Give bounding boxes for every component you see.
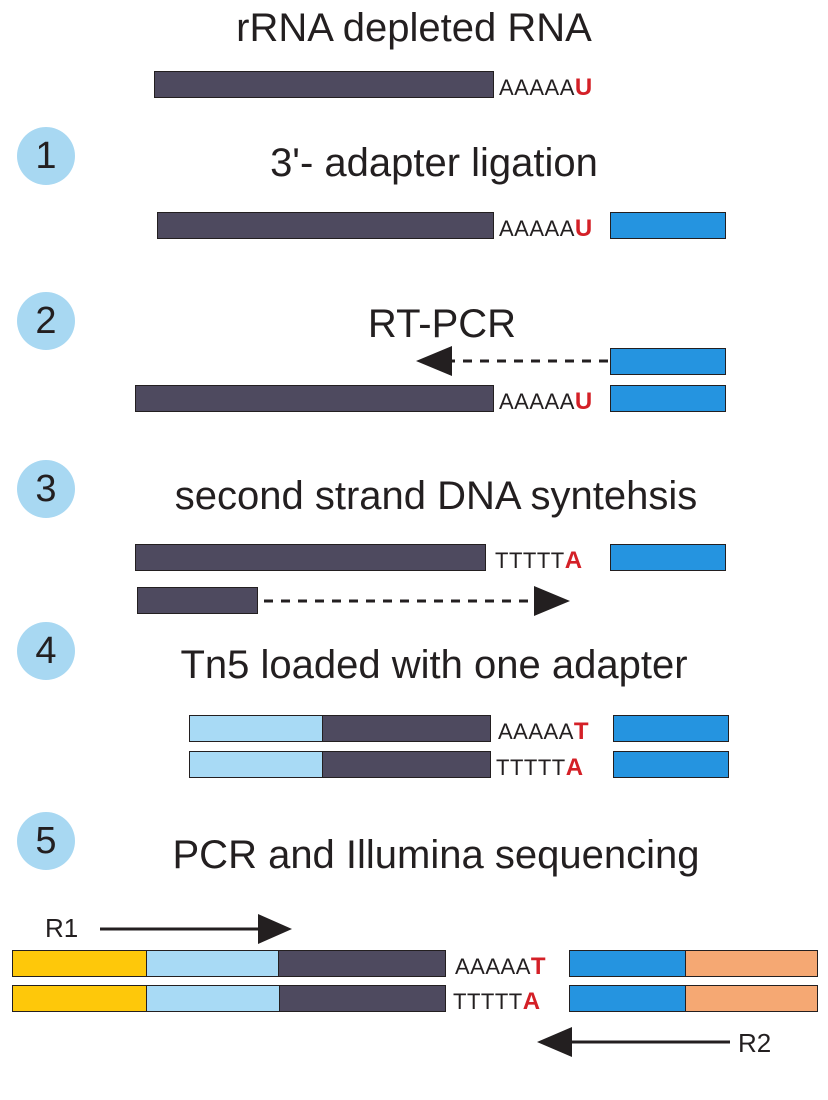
- a-end: A: [565, 754, 584, 781]
- r1-label: R1: [45, 913, 79, 943]
- tn5-adapter: [189, 715, 323, 742]
- poly-a-text: AAAAA: [455, 954, 531, 979]
- u-end: U: [574, 215, 593, 242]
- poly-a-tail: AAAAAU: [499, 217, 593, 241]
- three-prime-adapter: [610, 212, 726, 239]
- second-strand-arrow: [264, 586, 570, 616]
- u-end: U: [574, 74, 593, 101]
- r2-label: R2: [738, 1028, 772, 1058]
- three-prime-adapter: [610, 544, 726, 571]
- step-2-badge: 2: [17, 292, 75, 350]
- rt-primer: [610, 348, 726, 375]
- p5-adapter: [12, 985, 147, 1012]
- t-end: T: [573, 718, 590, 745]
- r2-arrow: [537, 1027, 730, 1057]
- title-rt-pcr: RT-PCR: [367, 302, 517, 346]
- t-end: T: [530, 953, 547, 980]
- second-strand-primer: [137, 587, 258, 614]
- step-1-badge: 1: [17, 127, 75, 185]
- poly-t-tail: TTTTTA: [495, 549, 583, 573]
- step-4-badge: 4: [17, 622, 75, 680]
- poly-t-tail: TTTTTA: [453, 990, 541, 1014]
- title-second-strand: second strand DNA syntehsis: [174, 474, 698, 518]
- title-tn5: Tn5 loaded with one adapter: [180, 643, 688, 687]
- poly-a-text: AAAAA: [498, 719, 574, 744]
- poly-a-text: AAAAA: [499, 389, 575, 414]
- insert: [279, 985, 446, 1012]
- three-prime-adapter: [613, 715, 729, 742]
- insert: [278, 950, 446, 977]
- poly-a-tail: AAAAAT: [498, 720, 589, 744]
- poly-a-tail: AAAAAU: [499, 390, 593, 414]
- p5-adapter: [12, 950, 147, 977]
- r1-arrow: [100, 914, 292, 944]
- rna-strand: [135, 385, 494, 412]
- poly-t-text: TTTTT: [496, 755, 566, 780]
- title-pcr-illumina: PCR and Illumina sequencing: [172, 833, 700, 877]
- insert: [322, 751, 491, 778]
- poly-t-tail: TTTTTA: [496, 756, 584, 780]
- poly-a-tail: AAAAAU: [499, 76, 593, 100]
- p7-adapter: [685, 950, 818, 977]
- rna-strand: [154, 71, 494, 98]
- tn5-adapter: [189, 751, 323, 778]
- rna-strand: [157, 212, 494, 239]
- insert: [322, 715, 491, 742]
- poly-t-text: TTTTT: [495, 548, 565, 573]
- a-end: A: [522, 988, 541, 1015]
- p7-adapter: [685, 985, 818, 1012]
- step-3-badge: 3: [17, 460, 75, 518]
- u-end: U: [574, 388, 593, 415]
- poly-a-tail: AAAAAT: [455, 955, 546, 979]
- tn5-adapter: [146, 950, 279, 977]
- poly-t-text: TTTTT: [453, 989, 523, 1014]
- step-5-badge: 5: [17, 812, 75, 870]
- poly-a-text: AAAAA: [499, 75, 575, 100]
- tn5-adapter: [146, 985, 280, 1012]
- rt-arrow: [416, 346, 608, 376]
- poly-a-text: AAAAA: [499, 216, 575, 241]
- a-end: A: [564, 547, 583, 574]
- title-adapter-ligation: 3'- adapter ligation: [270, 141, 598, 185]
- three-prime-adapter: [613, 751, 729, 778]
- title-rrna-depleted: rRNA depleted RNA: [236, 6, 592, 50]
- three-prime-adapter: [569, 950, 686, 977]
- three-prime-adapter: [610, 385, 726, 412]
- cdna-strand: [135, 544, 486, 571]
